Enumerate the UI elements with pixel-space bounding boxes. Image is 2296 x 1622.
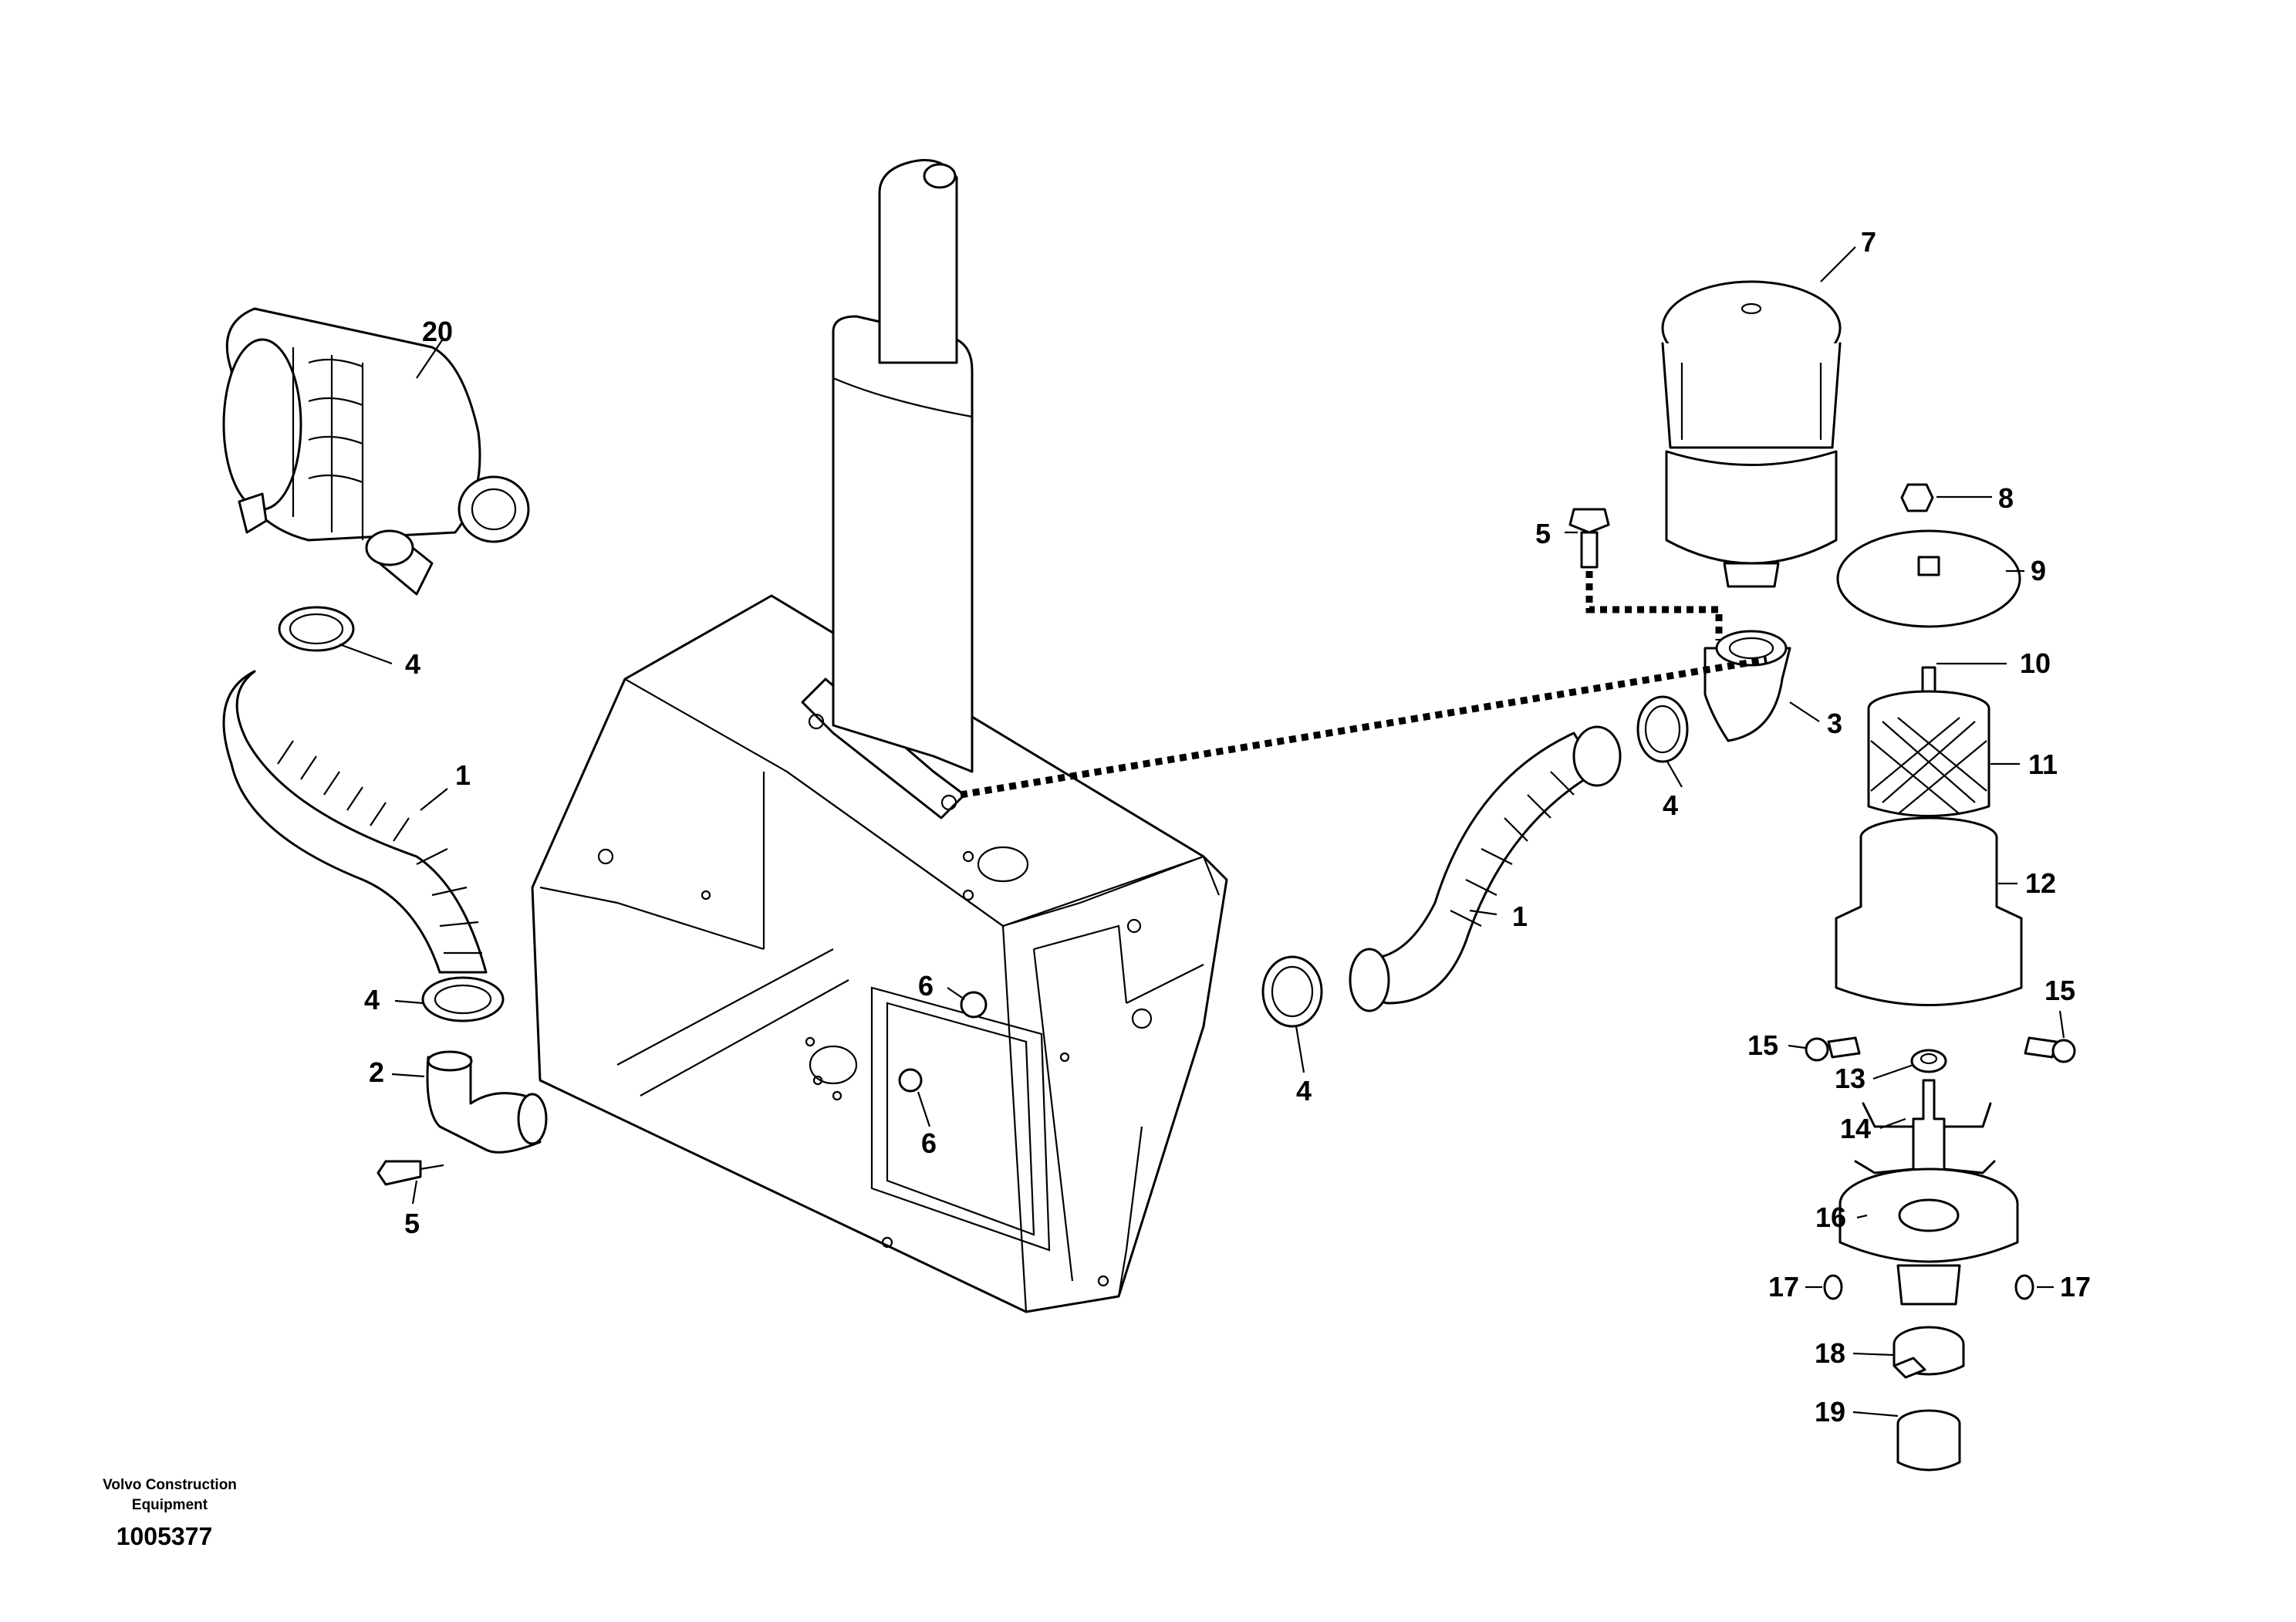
callout-4-top-left: 4 xyxy=(405,648,420,680)
callout-4-mid-left: 4 xyxy=(364,984,380,1015)
callout-3: 3 xyxy=(1827,708,1842,739)
muffler-and-exhaust-pipe xyxy=(801,159,974,819)
left-hose-assembly xyxy=(222,606,988,1186)
callout-17-right: 17 xyxy=(2060,1271,2091,1303)
callout-4-bottom-right: 4 xyxy=(1296,1075,1312,1107)
air-cleaner-20 xyxy=(222,307,530,596)
company-name-line1: Volvo Construction xyxy=(103,1477,237,1493)
callout-6-top: 6 xyxy=(918,970,934,1002)
callout-17-left: 17 xyxy=(1768,1271,1799,1303)
callout-11: 11 xyxy=(2028,748,2058,780)
callout-8: 8 xyxy=(1998,482,2014,514)
callout-19: 19 xyxy=(1815,1396,1845,1428)
callout-1-right: 1 xyxy=(1512,901,1528,932)
callout-20: 20 xyxy=(422,316,453,347)
callout-9: 9 xyxy=(2031,555,2046,586)
callout-2: 2 xyxy=(369,1056,384,1088)
callout-14: 14 xyxy=(1840,1113,1871,1144)
mounting-line-dashed xyxy=(960,656,1768,799)
callout-16: 16 xyxy=(1815,1201,1846,1233)
callout-18: 18 xyxy=(1815,1337,1845,1369)
callout-5-right: 5 xyxy=(1535,518,1551,549)
drawing-number: 1005377 xyxy=(116,1522,213,1550)
callout-13: 13 xyxy=(1835,1063,1866,1094)
callout-1-left: 1 xyxy=(455,759,471,791)
drawing-footer: Volvo Construction Equipment 1005377 xyxy=(103,1477,237,1550)
callout-10: 10 xyxy=(2020,647,2051,679)
callout-4-top-right: 4 xyxy=(1663,789,1678,821)
callout-5-left: 5 xyxy=(404,1208,420,1239)
leader-lines xyxy=(339,246,2065,1418)
callout-12: 12 xyxy=(2025,867,2056,899)
callout-labels: 20 4 1 4 2 5 6 6 1 4 4 5 3 7 8 9 10 11 1… xyxy=(364,226,2091,1428)
callout-15-left: 15 xyxy=(1747,1029,1778,1061)
company-name-line2: Equipment xyxy=(132,1497,208,1513)
engine-hood-frame xyxy=(531,594,1228,1313)
callout-7: 7 xyxy=(1861,226,1876,258)
callout-6-bottom: 6 xyxy=(921,1127,937,1159)
right-hose-assembly xyxy=(1261,630,1791,1028)
bolt-line-dashed xyxy=(1585,571,1723,640)
callout-15-right: 15 xyxy=(2044,975,2075,1006)
precleaner-assembly xyxy=(1568,280,2076,1472)
